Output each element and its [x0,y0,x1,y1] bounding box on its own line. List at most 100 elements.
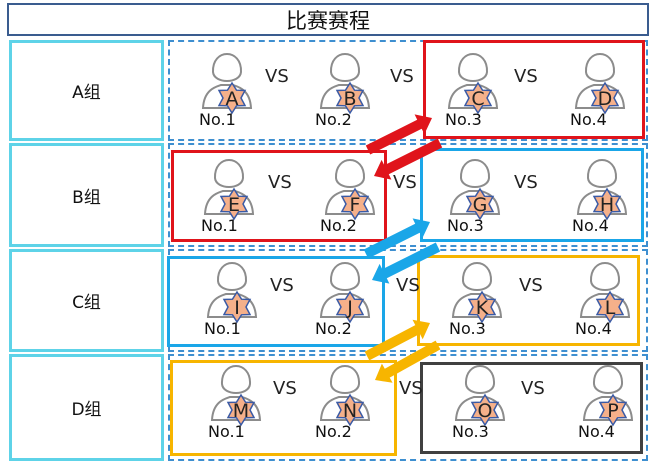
person-head [211,53,243,82]
player-star-icon [590,81,620,115]
match-highlight-box [420,362,643,454]
player-seed: No.2 [315,422,352,441]
person-head [589,262,621,291]
player-star-icon [463,81,493,115]
group-match-area [168,143,648,247]
player-seed: No.3 [445,110,482,129]
player-seed: No.4 [575,319,612,338]
swap-arrow [363,218,430,259]
player-seed: No.4 [570,110,607,129]
vs-label: VS [390,66,414,87]
player-letter: H [600,194,614,216]
group-label-cell: C组 [9,249,164,352]
person-head [464,365,496,394]
vs-label: VS [393,172,417,193]
player-star-icon [467,290,497,324]
player-letter: P [607,400,618,422]
match-highlight-box [420,148,644,242]
player-letter: D [598,88,613,110]
player-letter: F [350,194,361,216]
player-star-icon [592,187,622,221]
player-star-icon [340,187,370,221]
match-highlight-box [417,255,640,346]
person-head [329,365,361,394]
match-highlight-box [171,150,387,242]
page-title: 比赛赛程 [7,3,649,36]
vs-label: VS [514,66,538,87]
player-seed: No.3 [449,319,486,338]
swap-arrow [372,242,441,284]
player-seed: No.3 [447,216,484,235]
vs-label: VS [268,172,292,193]
swap-arrow [375,340,441,383]
player-star-icon [465,187,495,221]
group-match-area [168,354,648,461]
vs-label: VS [399,378,423,399]
group-label-cell: A组 [9,40,164,141]
player-star-icon [217,81,247,115]
player-seed: No.3 [452,422,489,441]
player-star-icon [598,393,628,427]
player-letter: G [473,194,488,216]
player-letter: J [346,297,353,319]
player-letter: I [234,297,240,319]
vs-label: VS [265,66,289,87]
group-label: D组 [71,400,102,420]
person-head [216,262,248,291]
player-star-icon [335,290,365,324]
vs-label: VS [396,275,420,296]
player-seed: No.1 [201,216,238,235]
player-seed: No.2 [320,216,357,235]
player-seed: No.1 [199,110,236,129]
player-seed: No.2 [315,110,352,129]
player-seed: No.2 [315,319,352,338]
person-head [220,365,252,394]
group-label-cell: D组 [9,354,164,461]
player-seed: No.4 [578,422,615,441]
player-letter: C [471,88,484,110]
swap-arrow [364,319,430,361]
swap-arrow [374,138,443,180]
player-star-icon [470,393,500,427]
vs-label: VS [270,275,294,296]
player-letter: K [476,297,489,319]
player-star-icon [335,81,365,115]
player-star-icon [335,393,365,427]
player-letter: A [226,88,239,110]
swap-arrow [365,114,432,155]
player-letter: O [478,400,493,422]
player-star-icon [222,290,252,324]
person-head [457,53,489,82]
person-head [334,159,366,188]
group-label: B组 [72,187,101,208]
group-match-area [168,40,648,141]
player-seed: No.4 [572,216,609,235]
person-head [213,159,245,188]
player-letter: M [233,400,249,422]
player-letter: L [605,297,616,319]
match-highlight-box [170,360,397,456]
vs-label: VS [273,378,297,399]
player-star-icon [595,290,625,324]
player-star-icon [226,393,256,427]
player-letter: E [228,194,240,216]
match-highlight-box [167,256,385,347]
person-head [459,159,491,188]
player-seed: No.1 [204,319,241,338]
player-star-icon [219,187,249,221]
person-head [592,365,624,394]
group-label: C组 [72,293,101,313]
person-head [584,53,616,82]
vs-label: VS [521,378,545,399]
person-head [586,159,618,188]
person-head [329,262,361,291]
person-head [461,262,493,291]
person-head [329,53,361,82]
player-letter: B [343,88,356,110]
match-highlight-box [423,40,645,139]
group-label-cell: B组 [9,143,164,247]
vs-label: VS [514,172,538,193]
player-seed: No.1 [208,422,245,441]
